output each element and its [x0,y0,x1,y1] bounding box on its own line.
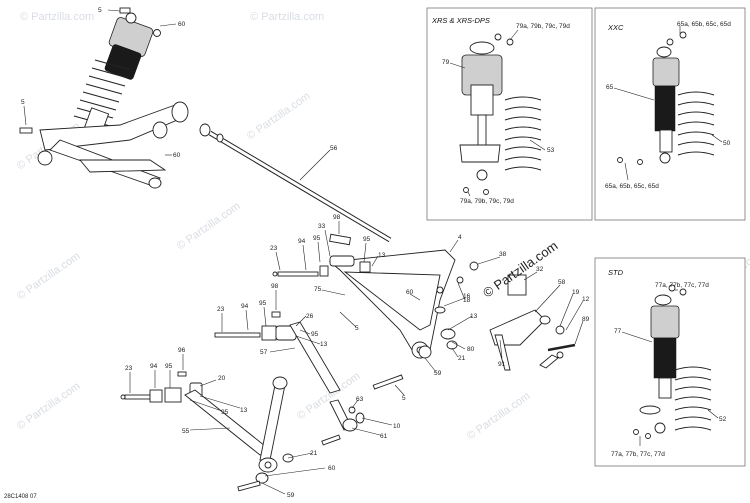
callout: 80 [467,346,475,353]
lower-arm-assembly: 96 23 94 95 20 13 95 55 63 10 61 21 60 5… [120,347,401,499]
callout: 95 [313,235,321,242]
callout: 94 [150,363,158,370]
callout: 53 [547,147,555,154]
callout: 59 [434,370,442,377]
callout: 13 [470,313,478,320]
callout: 5 [355,325,359,332]
callout: 65a, 65b, 65c, 65d [677,21,731,28]
callout: 95 [165,363,173,370]
callout: 60 [328,465,336,472]
callout: 94 [241,303,249,310]
callout: 18 [463,297,471,304]
callout: 96 [178,347,186,354]
inset-xrs: XRS & XRS-DPS 79a, 79b, 79c, 79d 79 53 7… [426,7,593,221]
callout: 60 [178,21,186,28]
callout: 52 [719,416,727,423]
callout: 75 [314,286,322,293]
callout: 65 [606,84,614,91]
callout: 98 [333,214,341,221]
inset-title: XXC [607,23,624,32]
callout: 32 [536,266,544,273]
callout: 16 [463,293,471,300]
callout: 20 [218,375,226,382]
callout: 23 [125,365,133,372]
callout: 95 [259,300,267,307]
callout: 12 [582,296,590,303]
callout: 59 [287,492,295,499]
callout: 89 [582,316,590,323]
callout: 13 [378,252,386,259]
callout: 79a, 79b, 79c, 79d [460,198,514,205]
trailing-arm-assembly: 98 23 94 95 33 95 13 4 38 18 32 58 75 60… [214,214,590,402]
callout: 58 [558,279,566,286]
callout: 26 [306,313,314,320]
callout: 5 [402,395,406,402]
callout: 5 [98,7,102,14]
callout: 13 [320,341,328,348]
callout: 50 [723,140,731,147]
callout: 60 [406,289,414,296]
callout: 23 [217,306,225,313]
callout: 95 [311,331,319,338]
callout: 33 [318,223,326,230]
inset-title: STD [608,268,624,277]
watermark-text: © Partzilla.com [15,380,83,432]
callout: 95 [363,236,371,243]
callout: 95 [221,409,229,416]
callout: 55 [182,428,190,435]
watermark-text: © Partzilla.com [15,250,83,302]
inset-std: STD 77a, 77b, 77c, 77d 77 52 77a, 77b, 7… [594,257,746,467]
callout: 19 [572,289,580,296]
callout: 63 [356,396,364,403]
callout: 56 [330,145,338,152]
callout: 23 [270,245,278,252]
watermark-text: © Partzilla.com [465,390,533,442]
callout: 60 [173,152,181,159]
watermark-text: © Partzilla.com [245,90,313,142]
callout: 79a, 79b, 79c, 79d [516,23,570,30]
callout: 91 [498,361,506,368]
callout: 79 [442,59,450,66]
callout: 5 [21,99,25,106]
callout: 98 [271,283,279,290]
callout: 13 [240,407,248,414]
callout: 4 [458,234,462,241]
drawing-reference-code: 28C1408 07 [4,494,37,500]
callout: 57 [260,349,268,356]
callout: 21 [310,450,318,457]
callout: 77a, 77b, 77c, 77d [611,451,665,458]
callout: 38 [499,251,507,258]
callout: 65a, 65b, 65c, 65d [605,183,659,190]
watermark-text: © Partzilla.com [175,200,243,252]
watermark-text: © Partzilla.com [20,11,94,23]
callout: 77a, 77b, 77c, 77d [655,282,709,289]
watermark-text: © Partzilla.com [250,11,324,23]
callout: 77 [614,328,622,335]
top-left-assembly: 5 60 5 60 [19,7,189,189]
callout: 21 [458,355,466,362]
shaft-56: 56 [199,123,392,243]
callout: 10 [393,423,401,430]
callout: 61 [380,433,388,440]
inset-xxc: XXC 65a, 65b, 65c, 65d 65 50 65a, 65b, 6… [594,7,746,221]
callout: 94 [298,238,306,245]
inset-title: XRS & XRS-DPS [431,16,490,25]
